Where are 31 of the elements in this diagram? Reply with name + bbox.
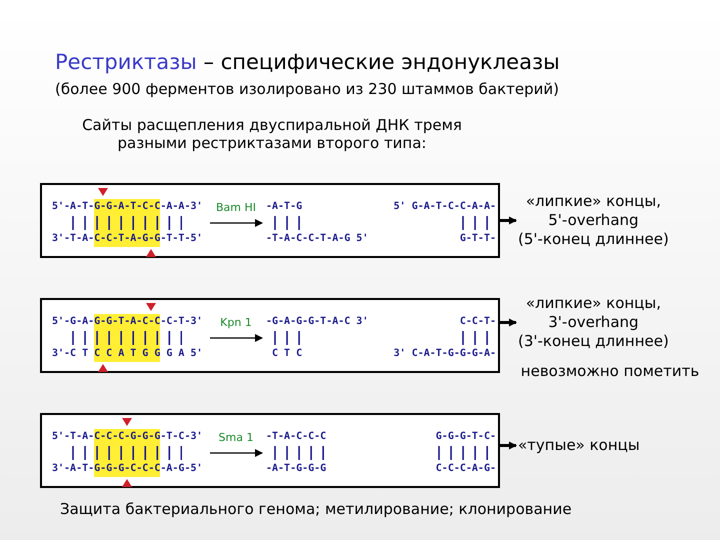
description-text: «липкие» концы, (524, 294, 662, 313)
footer-text: Защита бактериального генома; метилирование; клонирование (60, 500, 573, 518)
description-text: «тупые» концы (518, 436, 640, 455)
dna-sequence: C-C-C-A-G- (436, 463, 496, 475)
dna-sequence: -A-T-G-G-G (266, 463, 326, 475)
dna-sequence: C-C-T- (460, 316, 496, 328)
dna-sequence: G-T-T- (460, 233, 496, 245)
title: Рестриктазы – специфические эндонуклеазы (55, 50, 560, 74)
subtitle: (более 900 ферментов изолировано из 230 штаммов бактерий) (55, 80, 560, 98)
dna-sequence: C T C (272, 348, 302, 360)
caption-text: Сайты расщепления двуспиральной ДНК тремя разными рестриктазами второго типа: (81, 116, 463, 152)
description-text: 5'-overhang (547, 211, 640, 230)
dna-sequence: -T-A-C-C-T-A-G 5' (266, 233, 368, 245)
enzyme-label: Kpn 1 (218, 316, 254, 329)
dna-sequence: -A-T-G (266, 201, 302, 213)
description-text: «липкие» концы, (524, 192, 662, 211)
enzyme-label: Sma 1 (216, 431, 256, 444)
dna-sequence: -G-A-G-G-T-A-C 3' (266, 316, 368, 328)
description-text: (5'-конец длиннее) (518, 230, 669, 249)
description-text: 3'-overhang (547, 313, 640, 332)
dna-sequence: G-G-G-T-C- (436, 431, 496, 443)
reaction-panel (40, 298, 500, 373)
dna-sequence: 3' C-A-T-G-G-G-A- (394, 348, 496, 360)
reaction-panel (40, 413, 500, 488)
reaction-panel (40, 183, 500, 258)
note-text: невозможно пометить (520, 362, 700, 380)
enzyme-label: Bam HI (214, 201, 258, 214)
dna-sequence: 3'-C T C C A T G G G A 5' (52, 348, 203, 360)
description-text: (3'-конец длиннее) (518, 332, 669, 351)
dna-sequence: 5' G-A-T-C-C-A-A- (394, 201, 496, 213)
dna-sequence: -T-A-C-C-C (266, 431, 326, 443)
